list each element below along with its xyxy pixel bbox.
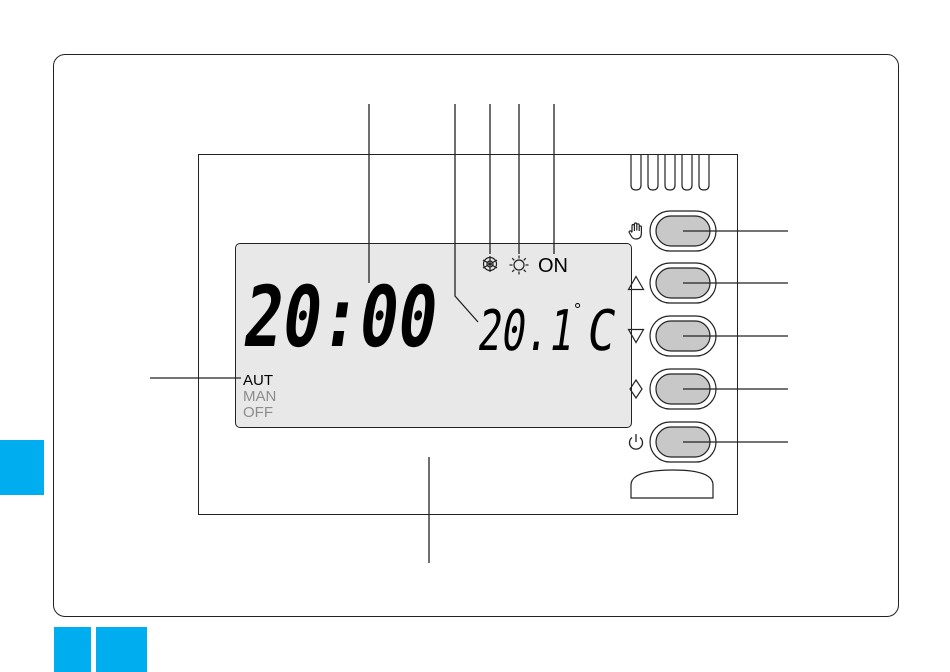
callout-temperature xyxy=(455,104,478,322)
